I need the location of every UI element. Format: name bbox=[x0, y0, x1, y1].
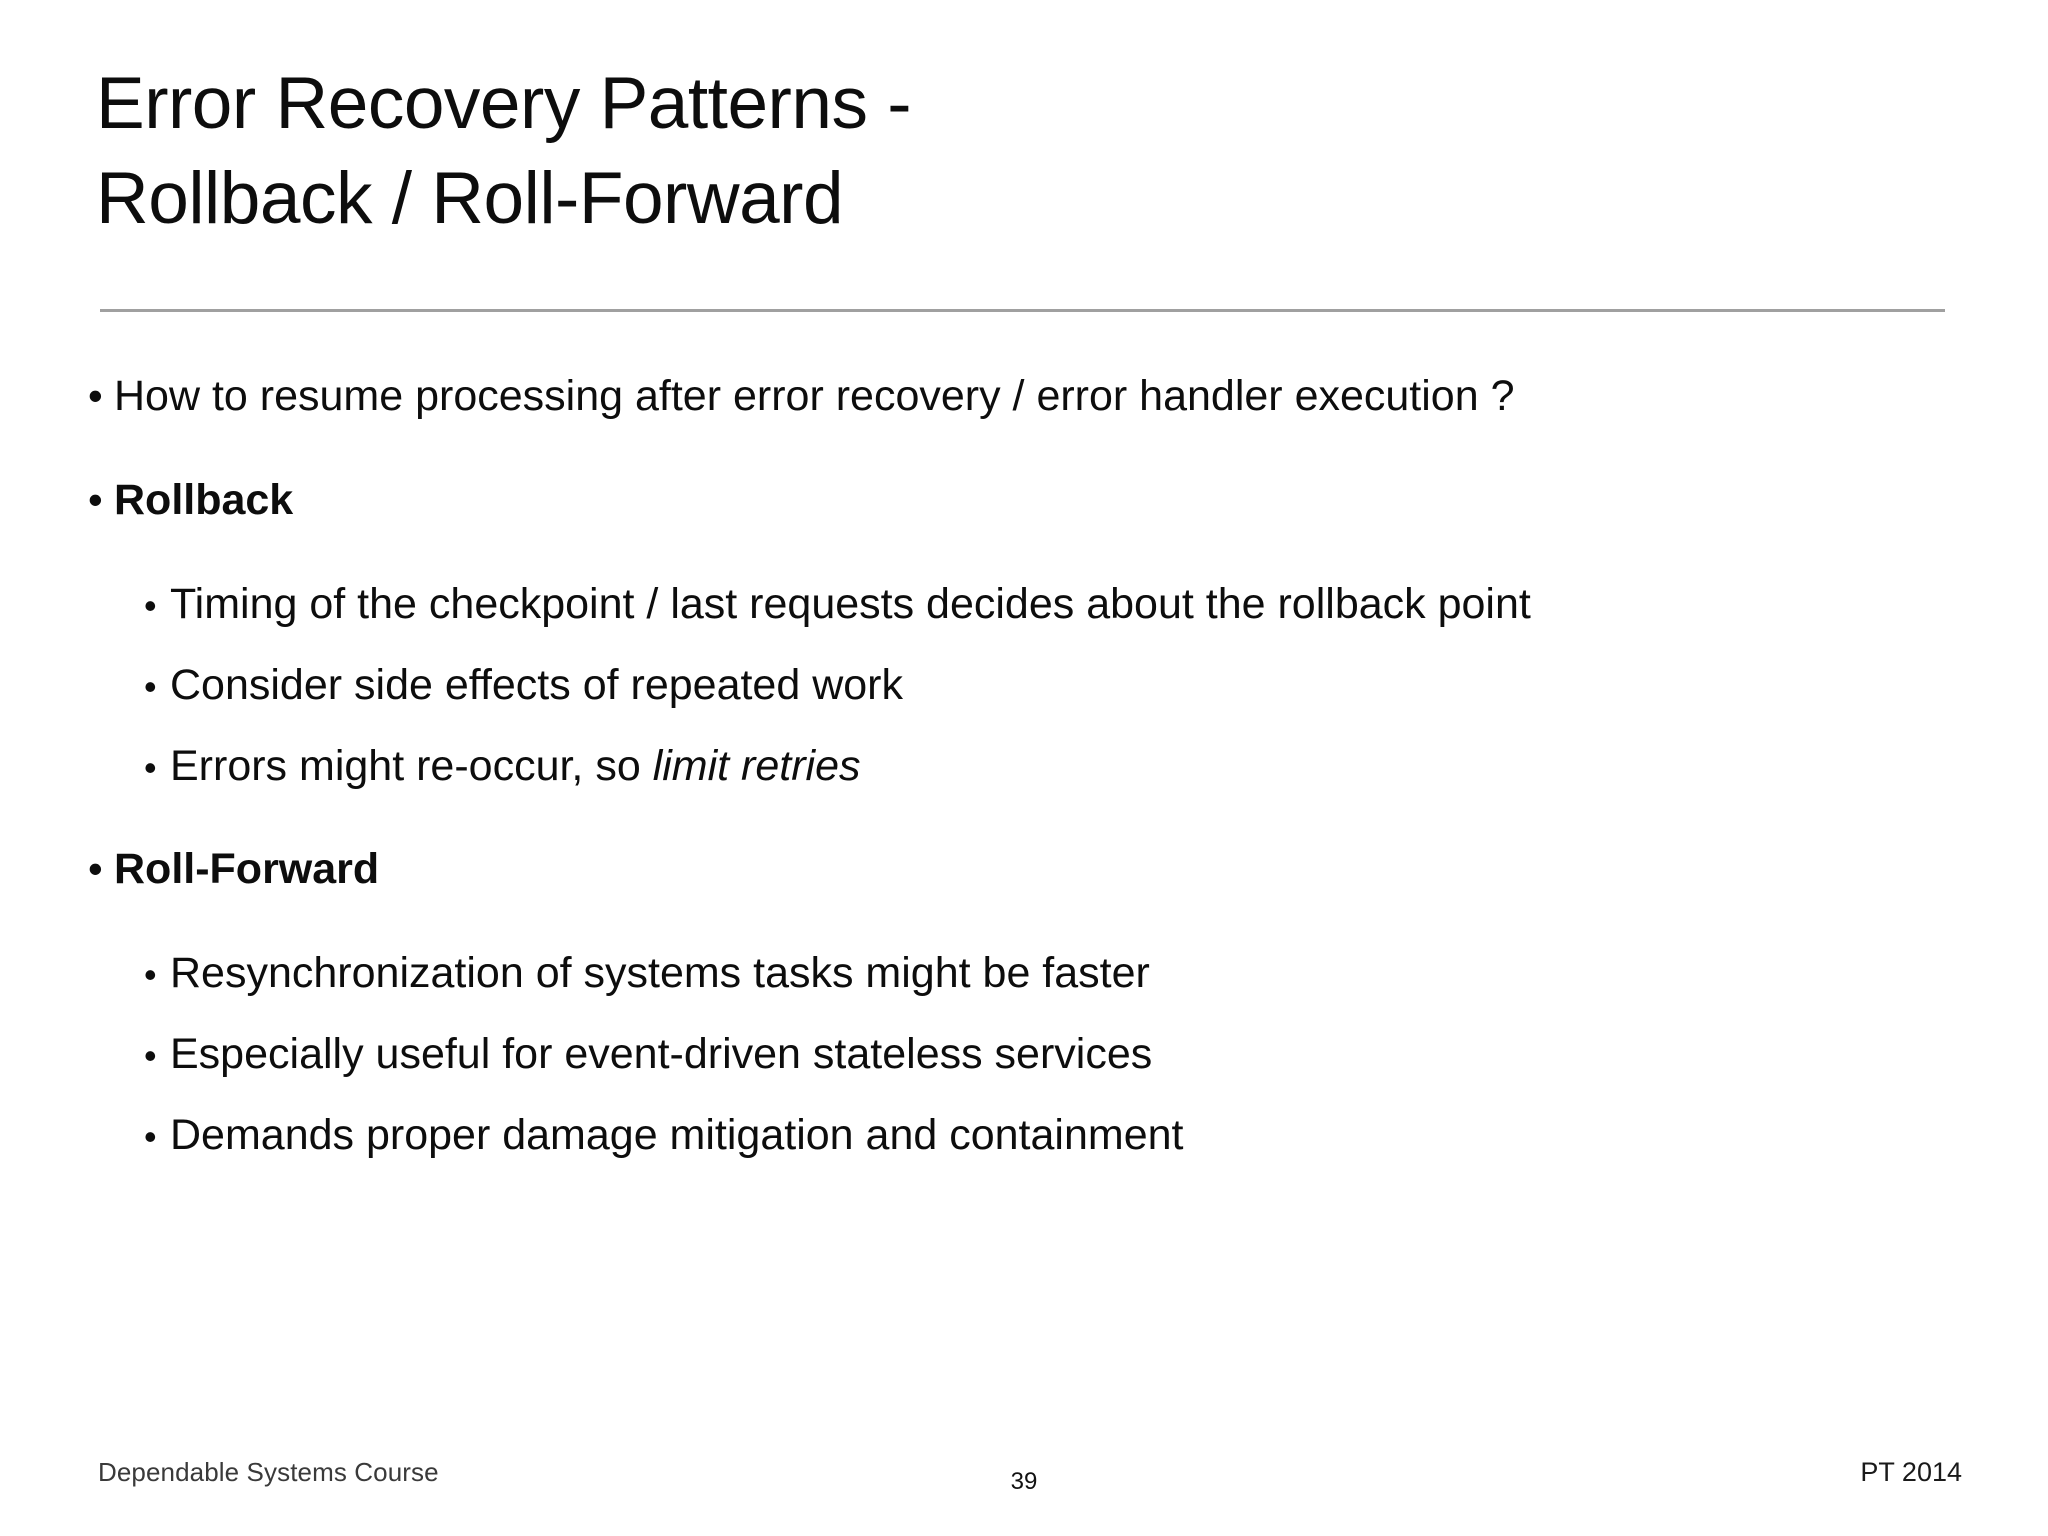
bullet-icon: • bbox=[144, 747, 157, 788]
list-item-label: Timing of the checkpoint / last requests… bbox=[170, 580, 1531, 628]
list-item: • Resynchronization of systems tasks mig… bbox=[144, 945, 1988, 1001]
spacer bbox=[88, 819, 1988, 841]
list-item: • Errors might re-occur, so limit retrie… bbox=[144, 738, 1988, 794]
title-line-1: Error Recovery Patterns - bbox=[96, 63, 912, 144]
list-item: • Roll-Forward bbox=[88, 841, 1988, 897]
list-item: • How to resume processing after error r… bbox=[88, 368, 1988, 424]
list-item: • Rollback bbox=[88, 472, 1988, 528]
list-item-label: Resynchronization of systems tasks might… bbox=[170, 949, 1150, 997]
list-item: • Demands proper damage mitigation and c… bbox=[144, 1107, 1988, 1163]
spacer bbox=[88, 923, 1988, 945]
footer-attribution: PT 2014 bbox=[1860, 1457, 1962, 1487]
list-item-label: Roll-Forward bbox=[114, 845, 380, 893]
list-item-label: Errors might re-occur, so limit retries bbox=[170, 738, 861, 794]
bullet-list: • How to resume processing after error r… bbox=[88, 368, 1988, 1188]
bullet-icon: • bbox=[88, 372, 103, 419]
spacer bbox=[88, 450, 1988, 472]
title-line-2: Rollback / Roll-Forward bbox=[96, 158, 844, 239]
bullet-icon: • bbox=[144, 1035, 157, 1076]
page-number: 39 bbox=[1010, 1468, 1038, 1495]
slide-footer: Dependable Systems Course 39 PT 2014 bbox=[0, 1416, 2048, 1536]
bullet-icon: • bbox=[144, 954, 157, 995]
page-title: Error Recovery Patterns - Rollback / Rol… bbox=[96, 56, 1956, 246]
list-item-label: Rollback bbox=[114, 476, 294, 524]
bullet-icon: • bbox=[144, 585, 157, 626]
bullet-icon: • bbox=[88, 476, 103, 523]
footer-course-name: Dependable Systems Course bbox=[98, 1457, 439, 1487]
list-item-text-emphasis: limit retries bbox=[652, 742, 861, 790]
list-item-label: How to resume processing after error rec… bbox=[114, 372, 1515, 420]
list-item: • Timing of the checkpoint / last reques… bbox=[144, 576, 1988, 632]
bullet-icon: • bbox=[88, 845, 103, 892]
bullet-icon: • bbox=[144, 666, 157, 707]
list-item: • Especially useful for event-driven sta… bbox=[144, 1026, 1988, 1082]
list-item: • Consider side effects of repeated work bbox=[144, 657, 1988, 713]
list-item-label: Especially useful for event-driven state… bbox=[170, 1030, 1153, 1078]
title-divider bbox=[100, 309, 1945, 312]
list-item-text-plain: Errors might re-occur, so bbox=[170, 742, 653, 790]
spacer bbox=[88, 554, 1988, 576]
bullet-icon: • bbox=[144, 1116, 157, 1157]
list-item-label: Consider side effects of repeated work bbox=[170, 661, 903, 709]
list-item-label: Demands proper damage mitigation and con… bbox=[170, 1111, 1184, 1159]
